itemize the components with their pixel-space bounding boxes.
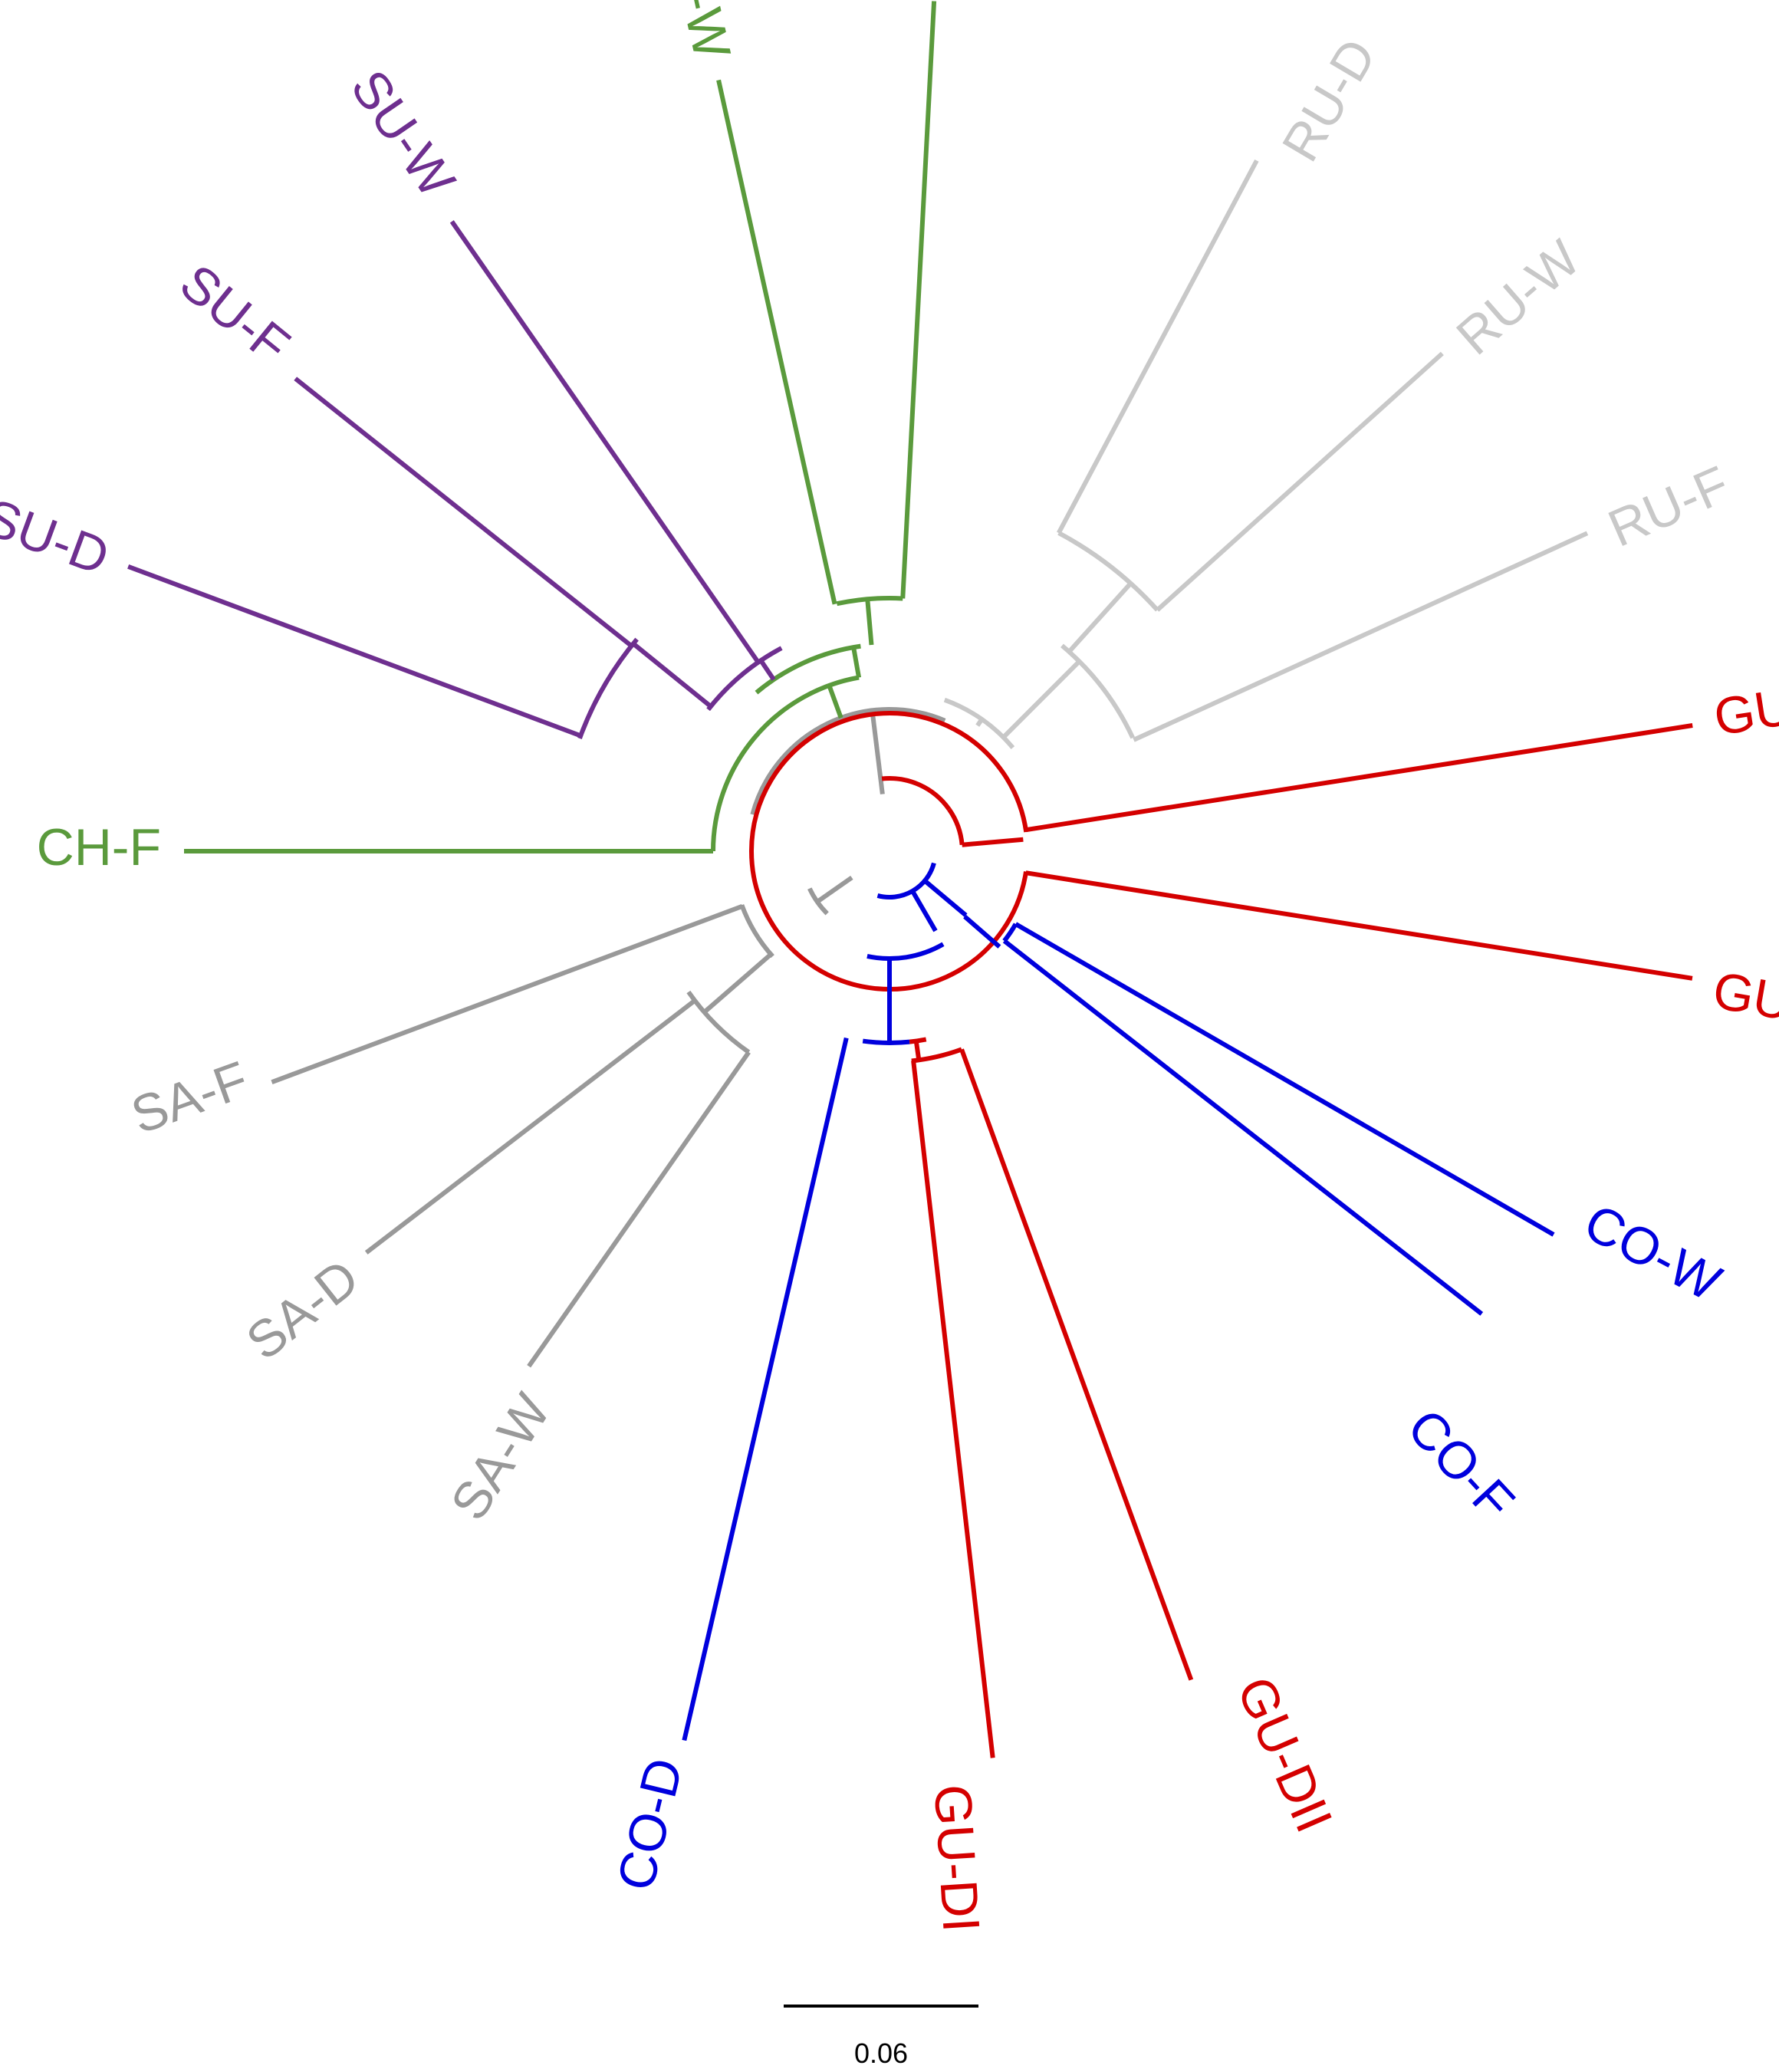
tip-label-su-d: SU-D — [0, 488, 117, 587]
branch-su-w — [449, 220, 761, 664]
branch-ch-w — [716, 79, 837, 605]
sa-node — [739, 904, 774, 959]
ch-stem — [827, 684, 843, 719]
tip-label-ch-w: CH-W — [653, 0, 742, 64]
branch-su-f — [294, 377, 633, 648]
scale-bar-label: 0.06 — [854, 2037, 908, 2069]
sa-dw-stem — [702, 952, 773, 1015]
tip-label-gu-f: GU-F — [1708, 961, 1779, 1040]
co-fw-stem — [923, 879, 968, 917]
tip-label-co-w: CO-W — [1575, 1193, 1730, 1313]
tip-label-gu-di: GU-DI — [923, 1783, 991, 1934]
co-base-arc — [876, 862, 936, 900]
branch-co-w — [1014, 922, 1555, 1237]
co-stem — [910, 890, 938, 932]
branch-gu-f — [1025, 870, 1693, 981]
branch-ru-w — [1156, 351, 1444, 612]
branch-su-d — [127, 564, 582, 738]
root-stem-north — [870, 710, 885, 794]
tip-label-ru-w: RU-W — [1445, 229, 1590, 367]
branch-ru-f — [1133, 531, 1589, 742]
tip-label-sa-f: SA-F — [124, 1051, 255, 1146]
co-d-node — [862, 1038, 910, 1045]
co-gud-arc — [866, 942, 945, 961]
gud-node — [911, 1047, 963, 1064]
ch-base-arc — [711, 675, 860, 852]
su-stem — [758, 659, 776, 681]
sa-dw-node — [686, 990, 751, 1054]
gu-stem — [962, 837, 1024, 847]
branch-gu-w — [1025, 723, 1693, 833]
ru-node — [1060, 643, 1135, 739]
su-base-arc — [706, 646, 783, 712]
tree-branches — [127, 1, 1693, 1758]
ru-stem — [975, 718, 984, 727]
co-fw-stem2 — [963, 915, 1001, 949]
scale-bar: 0.06 — [784, 2005, 978, 2069]
su-fd-node — [577, 637, 639, 739]
tip-label-gu-dii: GU-DII — [1225, 1669, 1343, 1840]
gu-base-arc — [881, 776, 952, 811]
root-arc-north — [750, 707, 946, 815]
branch-co-f — [1002, 939, 1484, 1316]
tip-label-sa-d: SA-D — [235, 1248, 370, 1371]
gu-base-arc-b — [947, 807, 965, 846]
tip-label-co-f: CO-F — [1396, 1398, 1526, 1531]
branch-gu-di — [911, 1060, 995, 1758]
ch-su-arc — [755, 643, 861, 695]
branch-gu-dii — [959, 1048, 1194, 1681]
ch-stem2 — [851, 646, 862, 679]
ch-dw-stem — [865, 598, 874, 646]
gud-stem-arc — [909, 1037, 927, 1044]
tip-label-ru-d: RU-D — [1271, 29, 1387, 171]
branch-sa-w — [527, 1051, 751, 1368]
branch-co-d — [682, 1037, 849, 1741]
branch-ch-d — [900, 1, 937, 599]
ru-stem2 — [1001, 659, 1081, 739]
tip-label-co-d: CO-D — [606, 1753, 694, 1896]
branch-ru-d — [1057, 159, 1259, 534]
gu-wf-node — [749, 710, 1029, 992]
tip-label-ch-f: CH-F — [37, 818, 161, 876]
branch-sa-d — [364, 998, 696, 1255]
tip-label-sa-w: SA-W — [439, 1384, 561, 1531]
ru-wd-node — [1057, 531, 1159, 612]
branch-sa-f — [271, 903, 744, 1084]
sa-stem — [816, 875, 853, 904]
gud-stem — [913, 1041, 922, 1061]
su-fd-stem — [631, 642, 712, 709]
tip-label-su-f: SU-F — [169, 253, 301, 375]
ru-wd-stem — [1067, 581, 1133, 653]
tip-label-gu-w: GU-W — [1710, 667, 1779, 747]
tip-label-su-w: SU-W — [340, 60, 466, 208]
tip-label-ru-f: RU-F — [1600, 455, 1738, 558]
